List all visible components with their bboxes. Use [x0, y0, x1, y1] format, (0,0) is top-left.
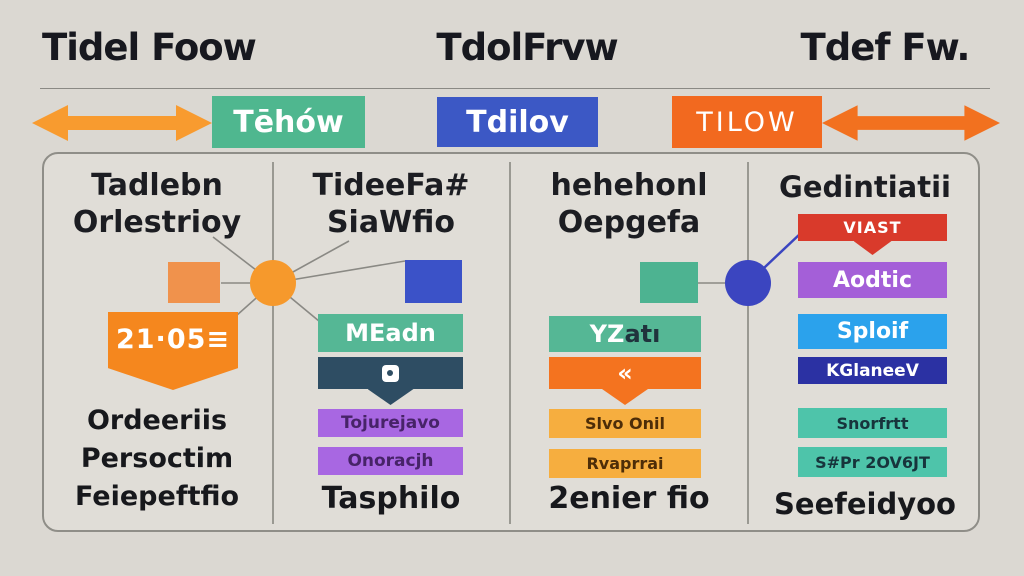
col4-red-callout-box: VIAST	[798, 214, 947, 255]
col3-orange-callout-box: «	[549, 357, 701, 405]
col3-yellow-box-1: Slvo Onil	[549, 409, 701, 438]
col2-header-line1: TideeFa#	[312, 168, 470, 203]
col4-purple-box-label: Aodtic	[833, 267, 912, 293]
col4-footer-line1: Seefeidyoo	[774, 487, 956, 521]
col4-navy-box-label: KGlaneeV	[826, 360, 919, 381]
title-right: Tdef Fw.	[800, 26, 971, 69]
column-divider-2	[509, 162, 511, 524]
col3-teal-square	[640, 262, 698, 303]
flow-step-2: Tdilov	[437, 97, 598, 147]
title-center: TdolFrvw	[436, 26, 618, 69]
column-divider-1	[272, 162, 274, 524]
col4-teal-box-1: Snorfrtt	[798, 408, 947, 438]
col3-teal-box-label-dark: atı	[624, 320, 661, 348]
col2-footer: Tasphilo	[322, 480, 461, 518]
col2-purple-box-1-label: Tojurejavo	[341, 413, 440, 433]
left-double-arrow-icon	[32, 105, 212, 141]
right-double-arrow-icon	[822, 105, 1000, 141]
col3-header-line2: Oepgefa	[557, 205, 701, 240]
col3-yellow-box-2-label: Rvaprrai	[586, 454, 664, 473]
col4-purple-box: Aodtic	[798, 262, 947, 298]
col4-blue-box-label: Sploif	[836, 319, 909, 344]
col3-header-line1: hehehonl	[550, 168, 708, 203]
col4-teal-box-2-label: S#Pr 2OV6JT	[815, 452, 930, 472]
app-window-icon	[382, 357, 399, 389]
flow-step-3-label: TILOW	[696, 106, 798, 138]
col3-header: hehehonl Oepgefa	[550, 167, 707, 241]
col3-teal-box-label-light: YZ	[589, 320, 625, 348]
col2-header-line2: SiaWfio	[326, 205, 456, 240]
flow-step-1-label: Tēhów	[233, 104, 344, 140]
col2-mean-box: MEadn	[318, 314, 463, 352]
col3-footer-line1: 2enier fio	[548, 481, 710, 516]
col2-purple-box-2: Onoracjh	[318, 447, 463, 475]
top-separator-line	[40, 88, 990, 89]
col1-footer-line2: Persoctim	[80, 443, 234, 474]
guillemet-left-icon: «	[617, 359, 633, 387]
col1-orange-square	[168, 262, 220, 303]
col4-teal-box-2: S#Pr 2OV6JT	[798, 447, 947, 477]
col3-teal-box: YZ atı	[549, 316, 701, 352]
col2-purple-box-2-label: Onoracjh	[347, 451, 434, 471]
col4-header: Gedintiatii	[779, 169, 951, 206]
col4-footer: Seefeidyoo	[774, 485, 956, 523]
col1-header: Tadlebn Orlestrioy	[73, 167, 241, 241]
col1-date-badge-label: 21·05≡	[115, 324, 231, 355]
col3-yellow-box-2: Rvaprrai	[549, 449, 701, 478]
col2-purple-box-1: Tojurejavo	[318, 409, 463, 437]
column-divider-3	[747, 162, 749, 524]
col4-teal-box-1-label: Snorfrtt	[836, 413, 909, 433]
col4-red-box-label: VIAST	[843, 218, 902, 237]
col3-yellow-box-1-label: Slvo Onil	[585, 414, 665, 433]
col2-footer-line1: Tasphilo	[321, 481, 461, 516]
col2-blue-square	[405, 260, 462, 303]
col2-mean-box-label: MEadn	[345, 319, 436, 347]
flow-step-2-label: Tdilov	[466, 104, 569, 140]
col3-hub-circle	[725, 260, 771, 306]
flow-step-3: TILOW	[672, 96, 822, 148]
col1-footer-line3: Feiepeftfio	[74, 481, 240, 512]
col3-footer: 2enier fio	[548, 480, 709, 518]
flow-step-1: Tēhów	[212, 96, 365, 148]
col2-dark-callout-box	[318, 357, 463, 405]
title-left: Tidel Foow	[42, 26, 257, 69]
col2-header: TideeFa# SiaWfio	[312, 167, 469, 241]
col4-blue-box: Sploif	[798, 314, 947, 349]
col1-header-line1: Tadlebn	[91, 168, 223, 203]
col1-header-line2: Orlestrioy	[72, 205, 242, 240]
col4-navy-box: KGlaneeV	[798, 357, 947, 384]
col1-footer: Ordeeriis Persoctim Feiepeftfio	[75, 402, 239, 516]
col4-header-line1: Gedintiatii	[779, 170, 951, 204]
col1-footer-line1: Ordeeriis	[86, 405, 228, 436]
col1-hub-circle	[250, 260, 296, 306]
